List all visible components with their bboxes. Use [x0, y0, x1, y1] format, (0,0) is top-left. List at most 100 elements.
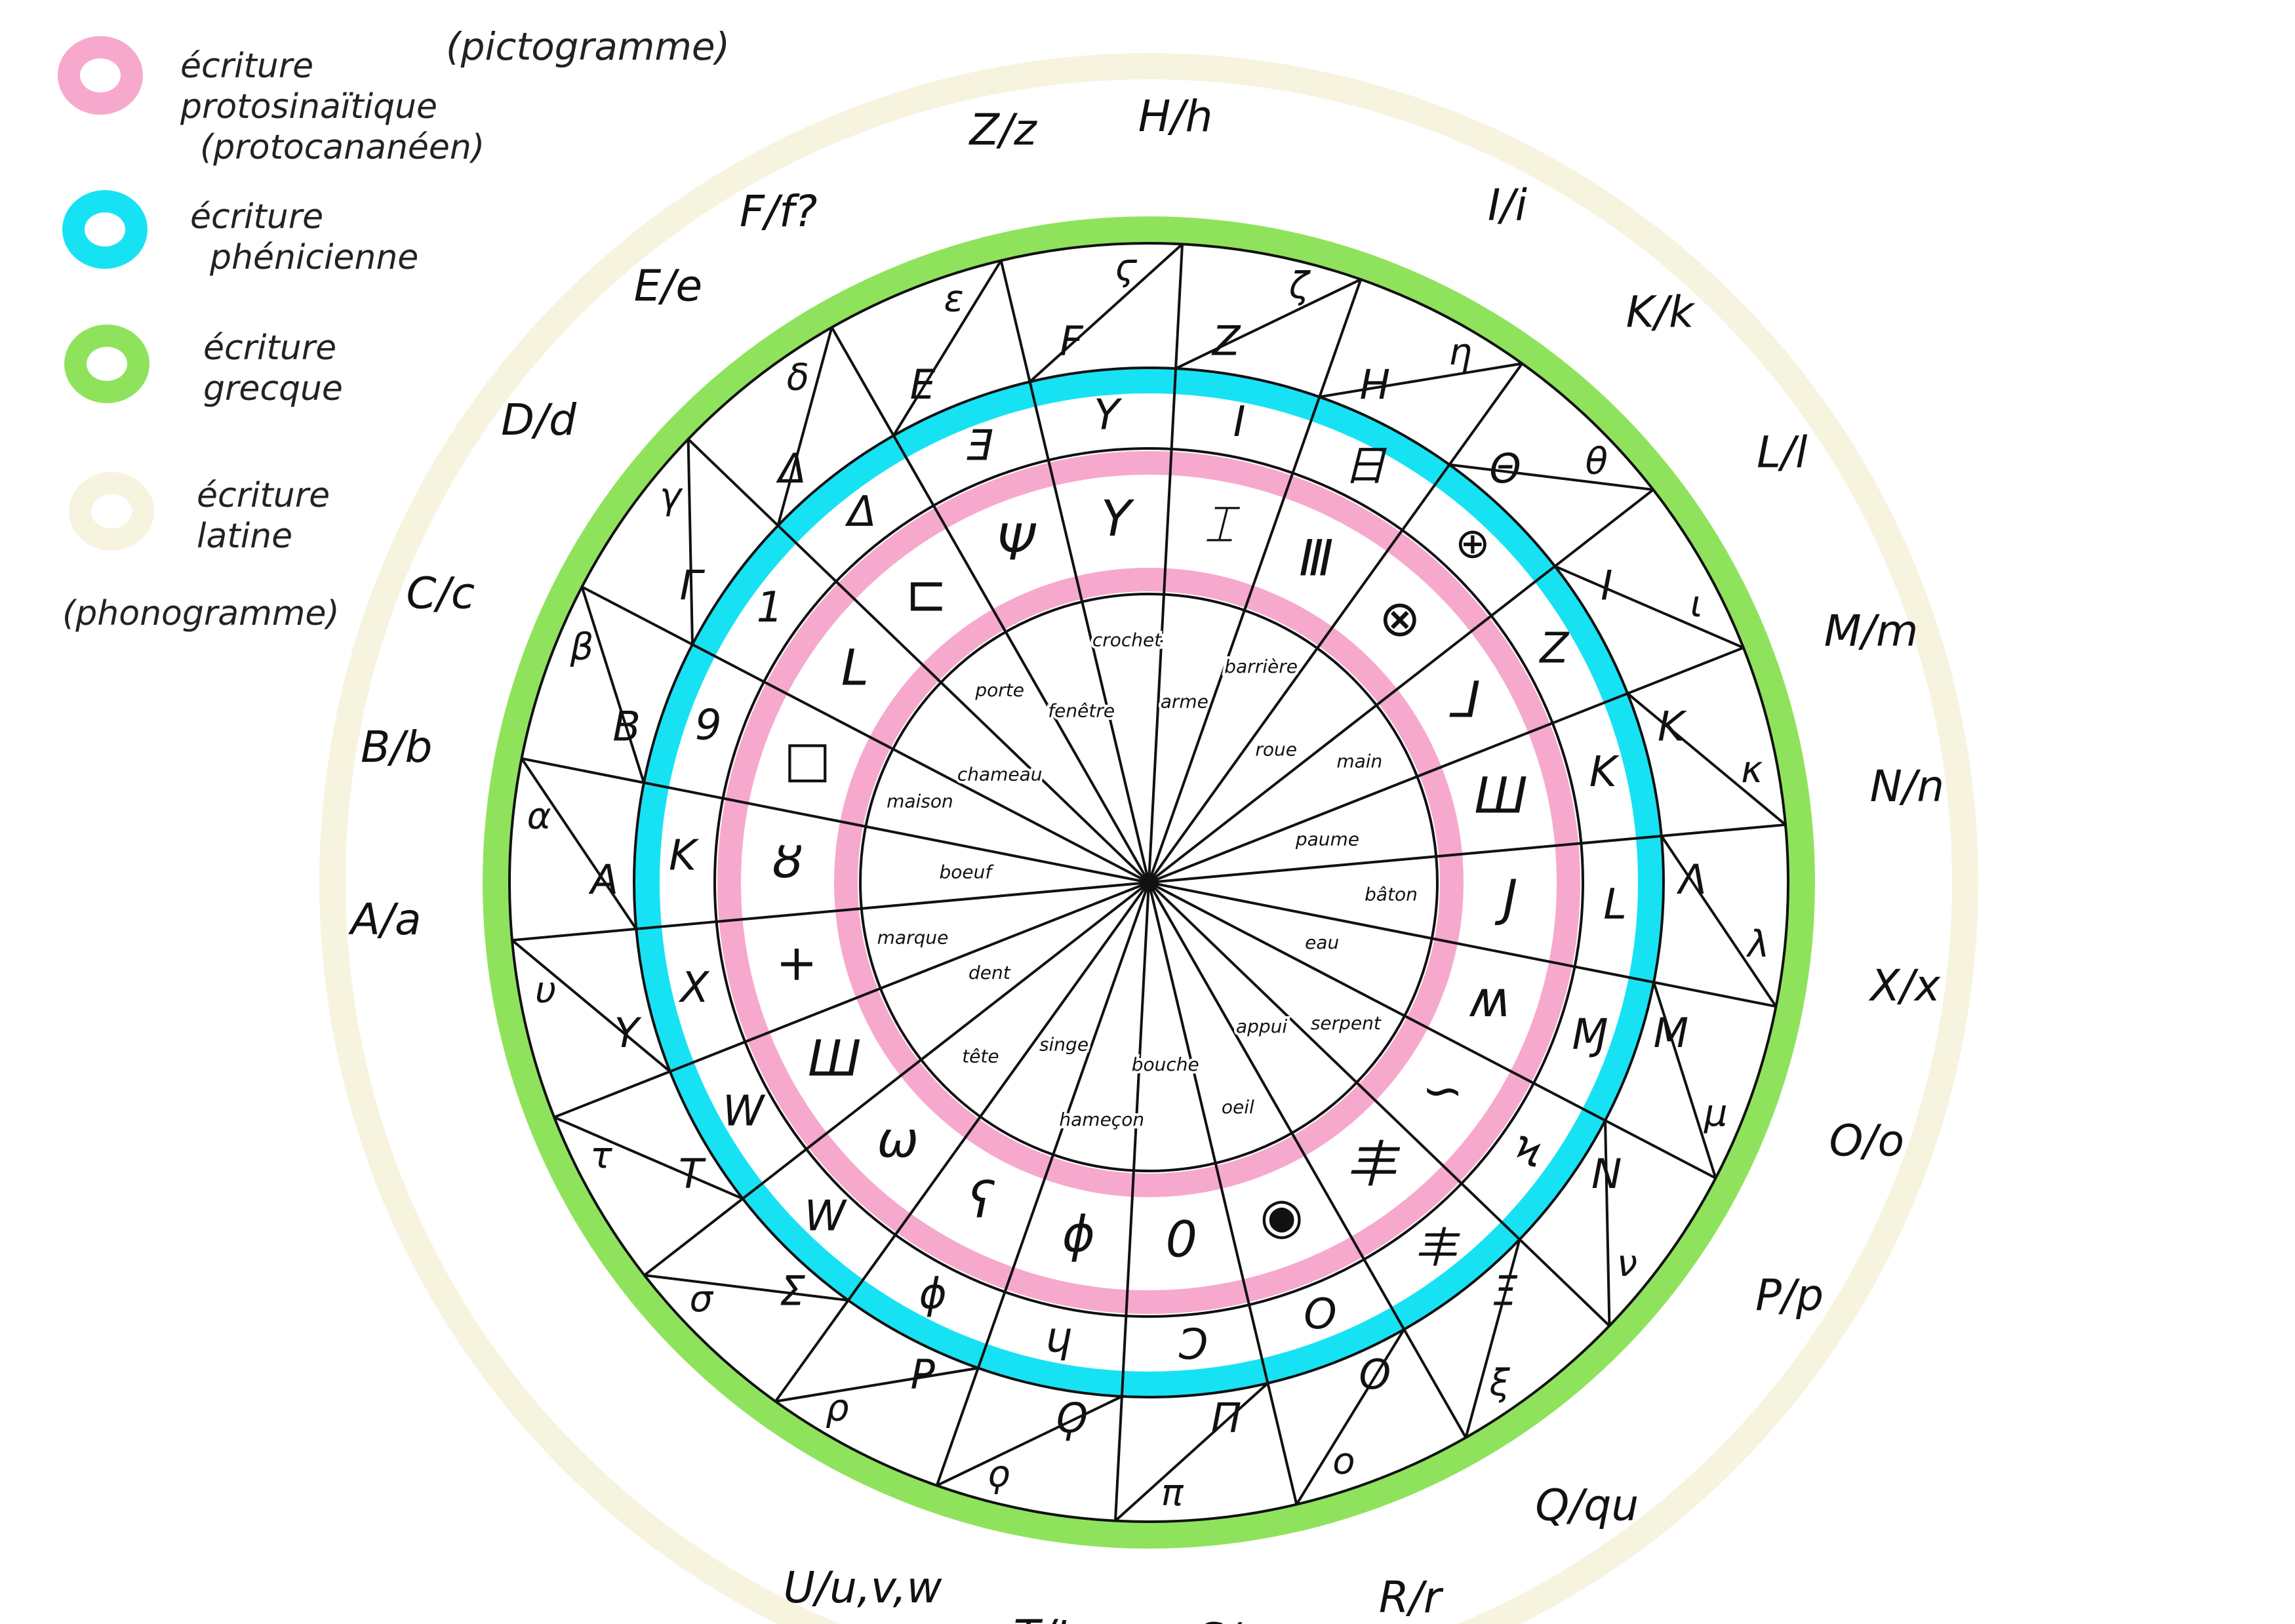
phoenician-glyph: Δ — [845, 488, 877, 536]
sector-word: barrière — [1224, 656, 1298, 677]
legend-label-latin: écriture latine — [197, 475, 330, 557]
legend-text: (protocananéen) — [200, 128, 485, 167]
greek-glyph-upper: Π — [1211, 1395, 1242, 1442]
latin-label: O/o — [1829, 1116, 1904, 1166]
triangle-edge — [775, 1366, 979, 1403]
latin-label: Q/qu — [1535, 1480, 1639, 1530]
proto-sinaitic-glyph: ʍ — [1469, 970, 1511, 1028]
sector-divider — [1155, 882, 1776, 1008]
phoenician-glyph: 丰 — [1414, 1224, 1460, 1273]
greek-glyph-upper: I — [1601, 561, 1612, 609]
proto-sinaitic-glyph: Ψ — [996, 513, 1037, 572]
latin-label: H/h — [1138, 91, 1213, 142]
greek-glyph-lower: ζ — [1288, 265, 1311, 307]
triangle-edge — [936, 1395, 1123, 1487]
sector-divider — [581, 585, 1144, 881]
sector-divider — [999, 260, 1149, 877]
phoenician-glyph: 日 — [1344, 442, 1387, 490]
proto-sinaitic-glyph: □ — [784, 730, 831, 788]
latin-label: P/p — [1755, 1271, 1824, 1321]
greek-glyph-lower: β — [569, 625, 593, 668]
sector-word: oeil — [1222, 1096, 1254, 1118]
latin-label: K/k — [1626, 287, 1696, 337]
proto-sinaitic-glyph: ⊗ — [1379, 589, 1421, 647]
phoenician-glyph: W — [805, 1193, 848, 1241]
sector-divider — [1113, 888, 1150, 1521]
triangle-edge — [892, 260, 1003, 437]
circle-line — [633, 366, 1665, 1398]
proto-sinaitic-glyph: Y — [1101, 489, 1135, 547]
triangle-edge — [1449, 463, 1654, 491]
triangle-edge — [1114, 1382, 1269, 1522]
sector-word: chameau — [957, 764, 1043, 785]
proto-sinaitic-glyph: ⌶ — [1204, 494, 1240, 553]
proto-sinaitic-glyph: ⅃ — [1449, 670, 1479, 728]
greek-glyph-upper: Ϙ — [1055, 1395, 1087, 1442]
sector-divider — [553, 883, 1144, 1119]
sector-divider — [935, 888, 1148, 1486]
greek-glyph-lower: υ — [535, 969, 556, 1012]
legend-text: grecque — [203, 369, 343, 408]
triangle-edge — [1652, 981, 1717, 1179]
greek-glyph-lower: θ — [1586, 440, 1608, 483]
phoenician-glyph: 1 — [757, 584, 784, 632]
phoenician-glyph: Ǝ — [964, 422, 993, 470]
triangle-edge — [1319, 362, 1523, 399]
sector-word: maison — [887, 790, 953, 812]
proto-sinaitic-glyph: ʕ — [968, 1170, 995, 1229]
phoenician-glyph: O — [1304, 1290, 1336, 1339]
sector-divider — [1151, 363, 1523, 879]
proto-sinaitic-glyph: Ш — [808, 1029, 861, 1088]
triangle-edge — [553, 1116, 744, 1200]
legend-text: latine — [197, 517, 293, 556]
triangle-edge — [1295, 1328, 1405, 1505]
phoenician-glyph: Ϟ — [1514, 1128, 1542, 1177]
greek-glyph-lower: ν — [1617, 1242, 1637, 1285]
triangle-edge — [1554, 564, 1744, 649]
proto-sinaitic-glyph: ȣ — [772, 831, 803, 889]
greek-glyph-upper: Δ — [776, 445, 806, 492]
greek-glyph-lower: ε — [944, 278, 963, 321]
latin-label: Z/z — [968, 104, 1037, 155]
triangle-edge — [520, 757, 637, 930]
triangle-edge — [644, 1274, 848, 1302]
legend-note-pictogramme: (pictogramme) — [446, 24, 730, 69]
greek-glyph-upper: Θ — [1489, 445, 1521, 492]
greek-glyph-lower: σ — [689, 1278, 713, 1320]
greek-glyph-upper: Y — [614, 1009, 642, 1057]
sector-divider — [521, 757, 1143, 883]
proto-sinaitic-glyph: ◉ — [1260, 1186, 1304, 1244]
latin-label: I/i — [1488, 180, 1528, 230]
greek-glyph-lower: ξ — [1488, 1362, 1510, 1404]
proto-sinaitic-ring-inner — [834, 568, 1464, 1197]
greek-glyph-upper: P — [911, 1351, 936, 1398]
greek-glyph-upper: Λ — [1677, 856, 1707, 903]
circle-line — [859, 593, 1439, 1172]
sector-word: singe — [1039, 1033, 1088, 1055]
phoenician-glyph: W — [723, 1088, 766, 1136]
latin-label: A/a — [348, 894, 422, 945]
sector-divider — [1151, 887, 1467, 1438]
greek-glyph-lower: π — [1161, 1471, 1184, 1514]
latin-label: T/t — [1014, 1611, 1073, 1624]
circle-line — [713, 447, 1584, 1318]
proto-sinaitic-glyph: ϕ — [1062, 1205, 1095, 1263]
sector-divider — [1149, 888, 1298, 1505]
sector-word: serpent — [1311, 1012, 1382, 1034]
sector-divider — [1153, 884, 1717, 1179]
greek-glyph-lower: κ — [1741, 749, 1763, 791]
legend-text: écriture — [203, 328, 337, 368]
sector-divider — [774, 886, 1146, 1402]
latin-label: X/x — [1868, 961, 1940, 1011]
sector-divider — [1152, 886, 1610, 1327]
greek-glyph-upper: Σ — [780, 1267, 806, 1315]
phoenician-glyph: K — [1589, 748, 1620, 797]
greek-glyph-upper: A — [588, 856, 618, 903]
sector-word: roue — [1255, 738, 1297, 760]
sector-word: fenêtre — [1048, 700, 1115, 722]
greek-glyph-upper: K — [1658, 702, 1687, 750]
sector-divider — [687, 438, 1146, 879]
greek-glyph-upper: Z — [1211, 317, 1241, 365]
greek-ring — [483, 216, 1815, 1549]
